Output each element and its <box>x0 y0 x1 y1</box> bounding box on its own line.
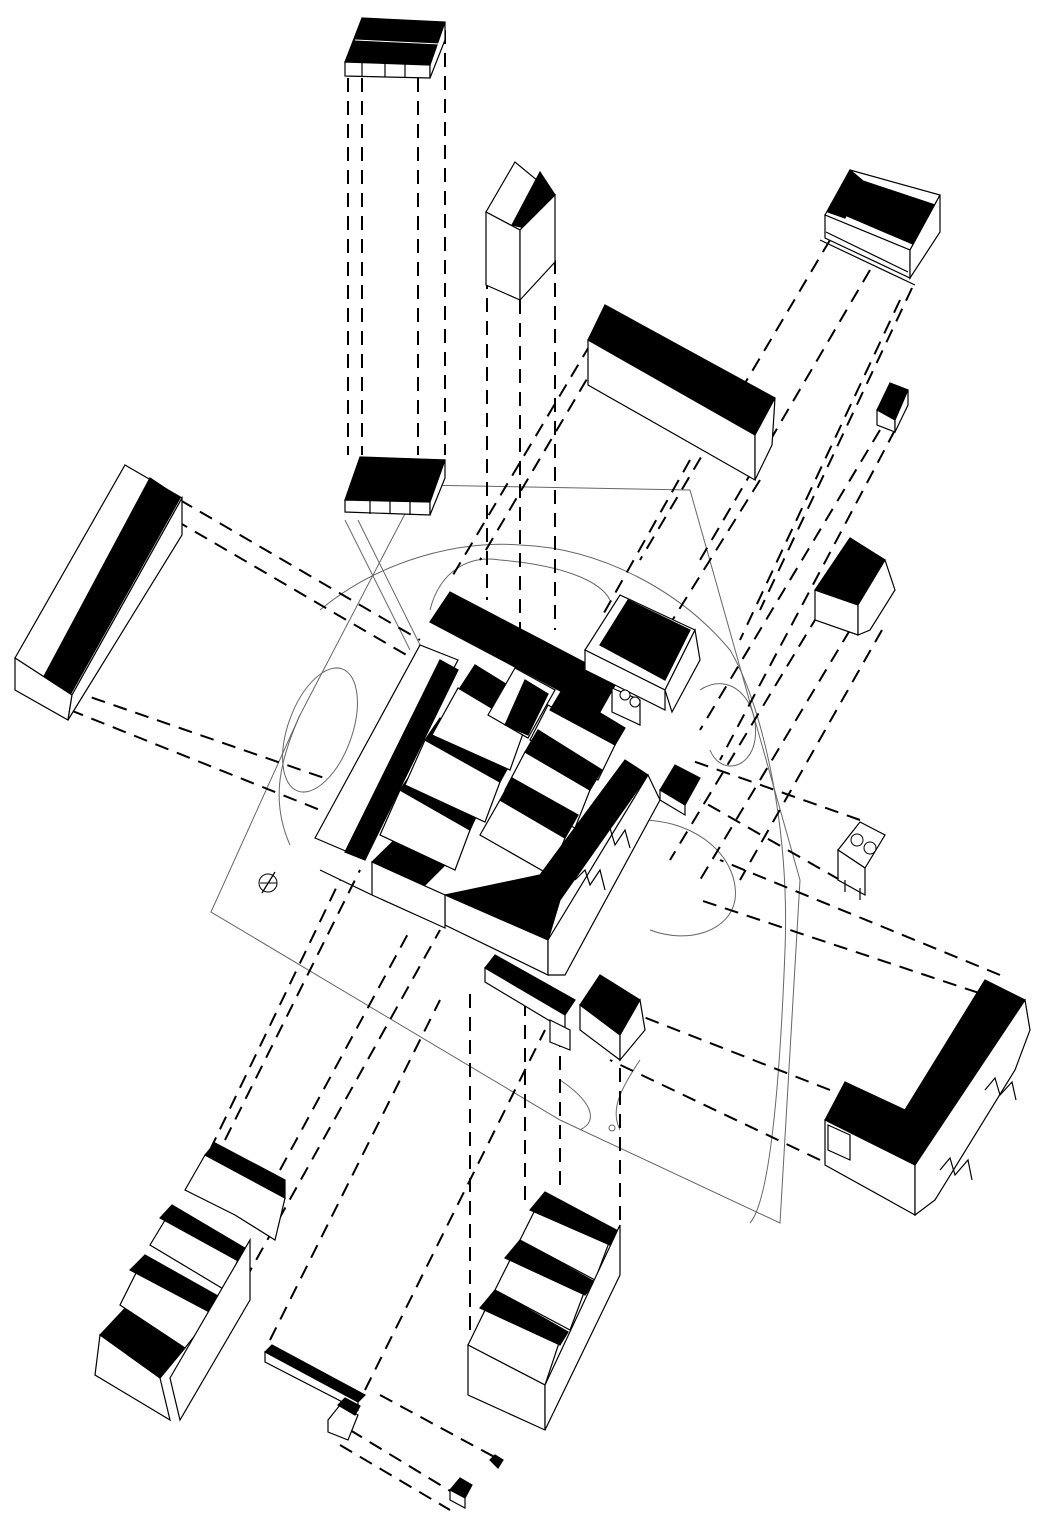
building-tall-block <box>485 161 556 302</box>
building-site-small-east <box>659 764 701 817</box>
building-long-gable <box>587 304 776 482</box>
building-site-tower <box>344 456 446 516</box>
building-top-tower <box>344 17 446 79</box>
building-south-entrance <box>484 954 646 1062</box>
building-small-right <box>876 382 909 433</box>
building-bottom-right-L <box>824 979 1031 1217</box>
site-outline <box>210 484 801 1224</box>
building-bottom-slab <box>264 1344 366 1441</box>
building-right-medium <box>814 537 896 636</box>
building-site-gable <box>584 594 701 726</box>
building-bottom-tiny <box>449 1454 504 1509</box>
building-main-complex <box>314 591 661 976</box>
projection-lines <box>69 30 1001 1511</box>
building-top-right-house <box>819 169 941 286</box>
building-left-long <box>14 464 183 721</box>
building-right-plant <box>837 821 886 900</box>
north-arrow-icon <box>258 871 278 894</box>
building-bottom-left <box>94 1142 286 1422</box>
building-bottom-center <box>467 1191 621 1431</box>
